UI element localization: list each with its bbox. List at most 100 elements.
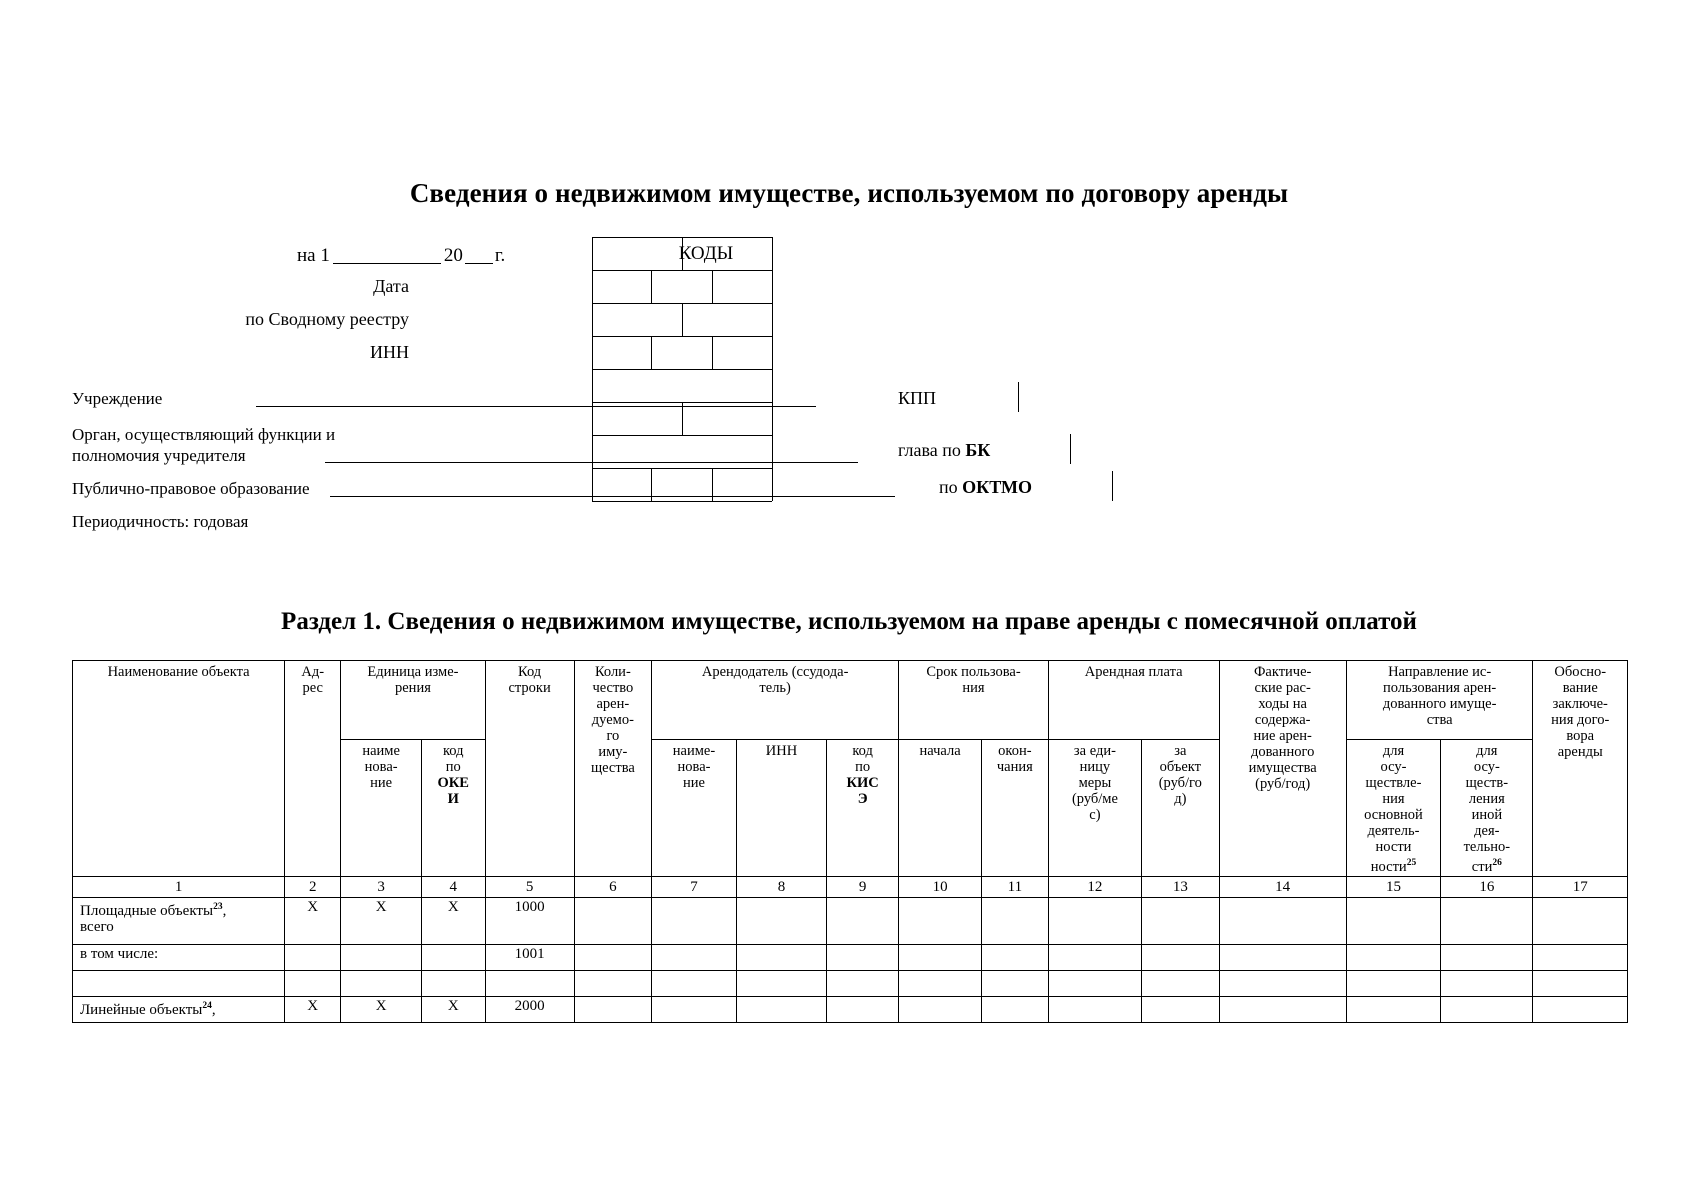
cell-r3-c11[interactable] — [980, 969, 1049, 997]
cell-r3-c2[interactable] — [284, 969, 342, 997]
cell-r1-c9[interactable] — [826, 896, 900, 945]
cell-r2-c4[interactable] — [420, 943, 486, 971]
cell-r2-c14[interactable] — [1218, 943, 1347, 971]
cell-r4-c4[interactable]: Х — [420, 995, 486, 1023]
kpp-code-box[interactable] — [947, 382, 1019, 412]
cell-r3-c13[interactable] — [1141, 969, 1220, 997]
codes-hline-6 — [592, 435, 772, 436]
codes-founder-cell-1[interactable] — [592, 402, 683, 435]
cell-r4-c15[interactable] — [1345, 995, 1442, 1023]
cell-r3-c4[interactable] — [420, 969, 486, 997]
codes-date-cells[interactable] — [592, 270, 772, 303]
cell-r4-c9[interactable] — [826, 995, 900, 1023]
cell-r4-c7[interactable] — [651, 995, 737, 1023]
codes-public-entity-cells[interactable] — [592, 435, 772, 468]
cell-r4-c13[interactable] — [1141, 995, 1220, 1023]
cell-r1-c16[interactable] — [1440, 896, 1534, 945]
cell-r3-c16[interactable] — [1440, 969, 1534, 997]
cell-r4-c16[interactable] — [1440, 995, 1534, 1023]
cell-r2-c9[interactable] — [826, 943, 900, 971]
kpp-code-cell[interactable] — [947, 382, 1019, 412]
institution-input-rule[interactable] — [256, 406, 816, 407]
cell-r1-c15[interactable] — [1345, 896, 1442, 945]
cell-r3-c12[interactable] — [1047, 969, 1143, 997]
cell-r1-c11[interactable] — [980, 896, 1049, 945]
cell-r3-c17[interactable] — [1532, 969, 1628, 997]
oktmo-code-box[interactable] — [1041, 471, 1113, 501]
cell-r2-c10[interactable] — [898, 943, 982, 971]
cell-r4-c11[interactable] — [980, 995, 1049, 1023]
cell-r2-c8[interactable] — [735, 943, 828, 971]
cell-r2-c6[interactable] — [573, 943, 653, 971]
cell-r4-c10[interactable] — [898, 995, 982, 1023]
cell-r4-c6[interactable] — [573, 995, 653, 1023]
table-row[interactable]: Площадные объекты23,всего Х Х Х 1000 — [71, 896, 1628, 945]
cell-r4-c17[interactable] — [1532, 995, 1628, 1023]
cell-r1-c2[interactable]: Х — [284, 896, 342, 945]
oktmo-code-cell[interactable] — [1041, 471, 1113, 501]
codes-periodicity-cell-2[interactable] — [652, 468, 713, 501]
cell-r2-c17[interactable] — [1532, 943, 1628, 971]
codes-inn-cell-1[interactable] — [592, 336, 653, 369]
cell-r1-c3[interactable]: Х — [340, 896, 422, 945]
cell-r3-c5[interactable] — [484, 969, 575, 997]
cell-r4-c12[interactable] — [1047, 995, 1143, 1023]
cell-r3-c10[interactable] — [898, 969, 982, 997]
date-year-blank[interactable] — [464, 263, 493, 264]
cell-r2-c7[interactable] — [651, 943, 737, 971]
cell-r1-c8[interactable] — [735, 896, 828, 945]
cell-r4-c3[interactable]: Х — [340, 995, 422, 1023]
cell-r1-c12[interactable] — [1047, 896, 1143, 945]
cell-r1-c13[interactable] — [1141, 896, 1220, 945]
cell-r1-c14[interactable] — [1218, 896, 1347, 945]
cell-r1-c17[interactable] — [1532, 896, 1628, 945]
cell-r1-c4[interactable]: Х — [420, 896, 486, 945]
codes-registry-cell-1[interactable] — [592, 303, 683, 336]
codes-founder-cells[interactable] — [592, 402, 772, 435]
cell-r4-c8[interactable] — [735, 995, 828, 1023]
codes-periodicity-cells[interactable] — [592, 468, 772, 501]
table-row[interactable]: в том числе: 1001 — [71, 943, 1628, 971]
bk-code-cell[interactable] — [1001, 434, 1071, 464]
cell-r2-c3[interactable] — [340, 943, 422, 971]
date-month-blank[interactable] — [332, 263, 441, 264]
cell-r2-c13[interactable] — [1141, 943, 1220, 971]
codes-registry-cell-2[interactable] — [683, 303, 773, 336]
cell-r1-c6[interactable] — [573, 896, 653, 945]
codes-institution-cells[interactable] — [592, 369, 772, 402]
codes-inn-cell-2[interactable] — [652, 336, 713, 369]
cell-r3-c14[interactable] — [1218, 969, 1347, 997]
cell-r3-c6[interactable] — [573, 969, 653, 997]
cell-r1-c10[interactable] — [898, 896, 982, 945]
codes-inn-cells[interactable] — [592, 336, 772, 369]
cell-r2-c12[interactable] — [1047, 943, 1143, 971]
cell-r3-c9[interactable] — [826, 969, 900, 997]
founder-input-rule[interactable] — [325, 462, 858, 463]
codes-institution-cell-1[interactable] — [592, 369, 772, 402]
codes-registry-cells[interactable] — [592, 303, 772, 336]
cell-r3-c3[interactable] — [340, 969, 422, 997]
cell-r3-c7[interactable] — [651, 969, 737, 997]
cell-r2-c15[interactable] — [1345, 943, 1442, 971]
cell-r2-c16[interactable] — [1440, 943, 1534, 971]
table-row[interactable]: Линейные объекты24, Х Х Х 2000 — [71, 995, 1628, 1023]
cell-r4-c14[interactable] — [1218, 995, 1347, 1023]
codes-date-cell-1[interactable] — [592, 270, 653, 303]
codes-inn-cell-3[interactable] — [713, 336, 772, 369]
cell-r1-c7[interactable] — [651, 896, 737, 945]
cell-r3-c8[interactable] — [735, 969, 828, 997]
bk-code-box[interactable] — [1001, 434, 1071, 464]
cell-r1-c5[interactable]: 1000 — [484, 896, 575, 945]
cell-r4-c5[interactable]: 2000 — [484, 995, 575, 1023]
cell-r2-c2[interactable] — [284, 943, 342, 971]
cell-r2-c5[interactable]: 1001 — [484, 943, 575, 971]
public-entity-input-rule[interactable] — [330, 496, 895, 497]
cell-r3-c15[interactable] — [1345, 969, 1442, 997]
cell-r4-c2[interactable]: Х — [284, 995, 342, 1023]
codes-public-entity-cell-1[interactable] — [592, 435, 772, 468]
codes-date-cell-3[interactable] — [713, 270, 772, 303]
codes-periodicity-cell-1[interactable] — [592, 468, 653, 501]
cell-r2-c11[interactable] — [980, 943, 1049, 971]
table-row[interactable] — [71, 969, 1628, 997]
codes-date-cell-2[interactable] — [652, 270, 713, 303]
